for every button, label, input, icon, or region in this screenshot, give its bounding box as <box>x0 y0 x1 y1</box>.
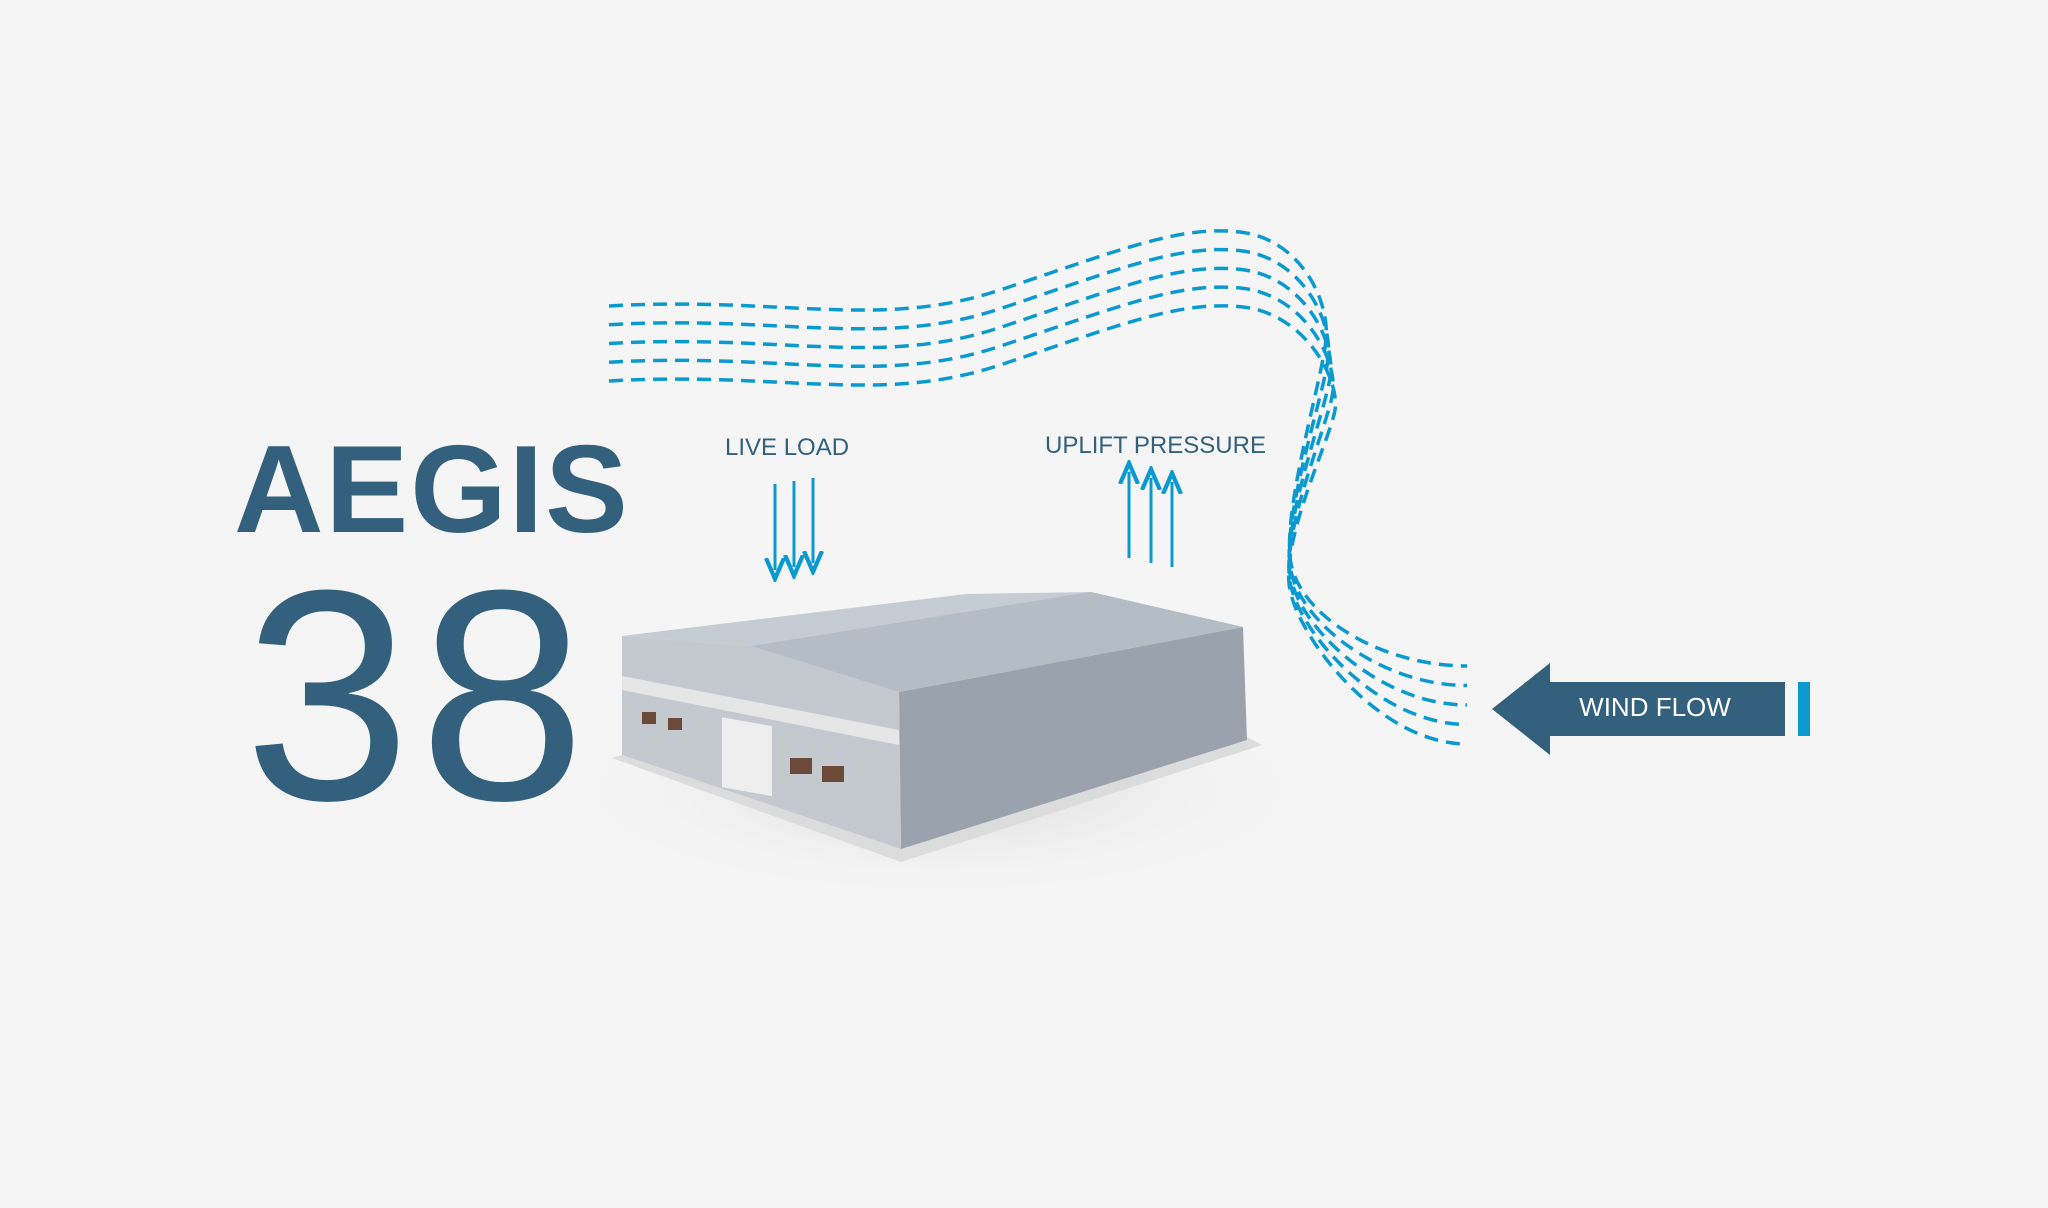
wind-flow-lines <box>608 229 1468 746</box>
brand-name: AEGIS <box>234 421 630 559</box>
live-load-arrows <box>775 478 813 570</box>
wind-streamline <box>608 229 1468 668</box>
window <box>668 718 682 730</box>
base-slab <box>612 737 1262 862</box>
wind-flow-arrow <box>1492 663 1810 755</box>
wind-streamline <box>608 247 1468 688</box>
warehouse-building <box>560 592 1320 900</box>
live-load-label: LIVE LOAD <box>725 434 850 461</box>
uplift-arrows <box>1129 472 1172 567</box>
wind-arrow-bar <box>1798 682 1810 736</box>
window <box>790 758 812 774</box>
front-band <box>622 676 899 745</box>
window <box>642 712 656 724</box>
wind-streamline <box>608 285 1468 727</box>
wind-flow-label: WIND FLOW <box>1579 692 1731 722</box>
side-wall <box>899 627 1247 849</box>
garage-door <box>722 717 772 797</box>
window <box>822 766 844 782</box>
wind-arrow-shape <box>1492 663 1785 755</box>
model-number: 38 <box>244 527 594 863</box>
uplift-pressure-label: UPLIFT PRESSURE <box>1045 432 1266 459</box>
wind-streamline <box>608 266 1468 707</box>
roof-right-slope <box>751 592 1243 692</box>
wind-streamline <box>608 304 1468 746</box>
